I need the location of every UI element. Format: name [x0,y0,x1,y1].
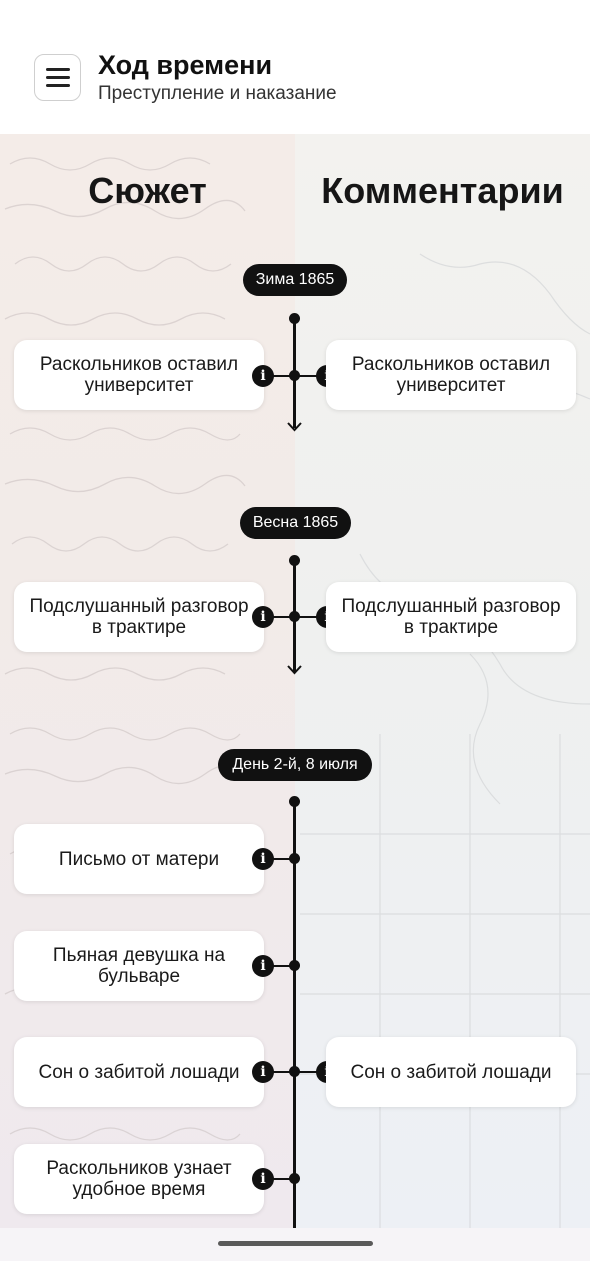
info-icon[interactable]: i [252,1061,274,1083]
timeline-node [289,611,300,622]
section-label: День 2-й, 8 июля [218,749,372,781]
app-header: Ход времени Преступление и наказание [0,0,590,134]
plot-event-card[interactable]: Пьяная девушка на бульваре [14,931,264,1001]
connector-line [272,965,294,967]
plot-event-card[interactable]: Раскольников оставил университет [14,340,264,410]
hamburger-menu-icon-bar [46,76,70,79]
timeline-node [289,1066,300,1077]
plot-event-card[interactable]: Сон о забитой лошади [14,1037,264,1107]
page-title: Ход времени [98,50,273,80]
timeline-node [289,1173,300,1184]
event-title: Пьяная девушка на бульваре [52,945,226,987]
event-title: Раскольников оставил университет [39,354,239,396]
event-title: Письмо от матери [58,848,220,870]
event-title: Раскольников узнает удобное время [46,1158,232,1200]
hamburger-menu-icon-bar [46,84,70,87]
event-title: Подслушанный разговор в трактире [341,596,561,638]
comments-column-heading: Комментарии [321,170,564,211]
plot-event-card[interactable]: Письмо от матери [14,824,264,894]
section-label: Весна 1865 [240,507,351,539]
info-icon[interactable]: i [252,606,274,628]
comment-event-card[interactable]: Сон о забитой лошади [326,1037,576,1107]
plot-event-card[interactable]: Подслушанный разговор в трактире [14,582,264,652]
timeline-node [289,960,300,971]
comment-event-card[interactable]: Раскольников оставил университет [326,340,576,410]
event-title: Подслушанный разговор в трактире [29,596,249,638]
arrow-down-icon [287,422,302,432]
plot-event-card[interactable]: Раскольников узнает удобное время [14,1144,264,1214]
timeline-line [293,801,296,1228]
page-subtitle: Преступление и наказание [98,83,337,104]
section-label: Зима 1865 [243,264,347,296]
event-title: Раскольников оставил университет [351,354,551,396]
event-title: Сон о забитой лошади [38,1061,240,1083]
comment-event-card[interactable]: Подслушанный разговор в трактире [326,582,576,652]
home-gesture-handle[interactable] [218,1241,373,1246]
connector-line [272,858,294,860]
hamburger-menu-icon [46,68,70,71]
info-icon[interactable]: i [252,955,274,977]
event-title: Сон о забитой лошади [350,1061,552,1083]
connector-line [272,1178,294,1180]
arrow-down-icon [287,665,302,675]
plot-column-heading: Сюжет [88,170,207,211]
menu-button[interactable] [34,54,81,101]
info-icon[interactable]: i [252,848,274,870]
timeline-node [289,853,300,864]
timeline-node [289,370,300,381]
info-icon[interactable]: i [252,1168,274,1190]
info-icon[interactable]: i [252,365,274,387]
